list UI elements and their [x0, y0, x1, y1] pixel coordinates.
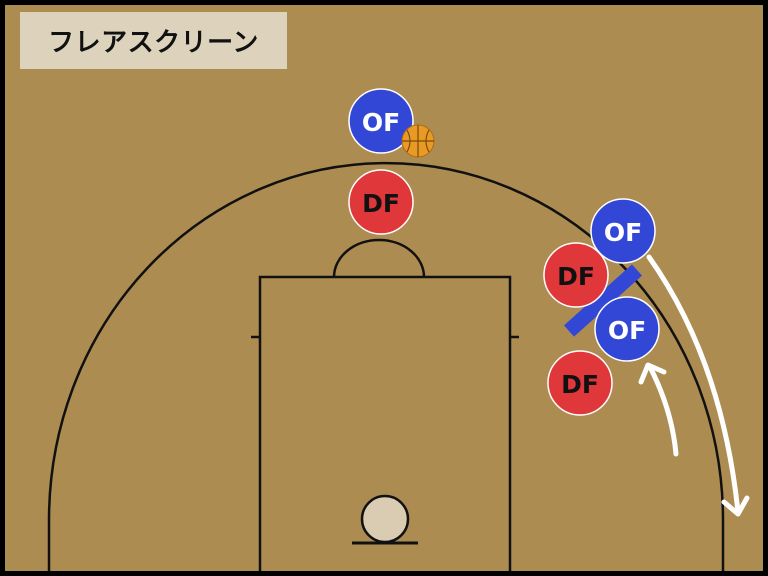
cut-arrow-up [638, 362, 679, 457]
player-df-low: DF [547, 350, 613, 416]
player-label: OF [604, 218, 642, 247]
player-of-screener: OF [594, 296, 660, 362]
three-point-line [47, 161, 725, 571]
player-of-wing: OF [590, 198, 656, 264]
player-df-top: DF [348, 169, 414, 235]
player-df-wing: DF [543, 242, 609, 308]
screen-bar [563, 264, 643, 337]
basketball-icon [401, 124, 435, 158]
cut-arrow-down [646, 254, 750, 517]
player-label: DF [557, 262, 595, 291]
player-label: OF [608, 316, 646, 345]
player-label: DF [362, 189, 400, 218]
paint-lane [258, 275, 512, 571]
diagram-title: フレアスクリーン [48, 28, 259, 58]
player-label: OF [362, 108, 400, 137]
player-label: DF [561, 370, 599, 399]
player-of-top: OF [348, 88, 414, 154]
title-box: フレアスクリーン [20, 12, 287, 69]
free-throw-circle [332, 238, 426, 278]
basket-rim [360, 494, 410, 544]
